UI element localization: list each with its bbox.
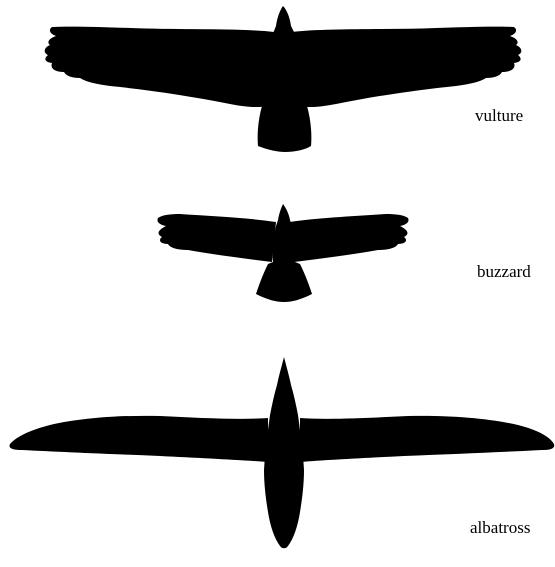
buzzard-label: buzzard <box>477 262 531 282</box>
buzzard-silhouette-icon <box>157 204 408 302</box>
vulture-label: vulture <box>475 106 523 126</box>
vulture-silhouette-icon <box>45 6 522 152</box>
albatross-label: albatross <box>470 518 530 538</box>
